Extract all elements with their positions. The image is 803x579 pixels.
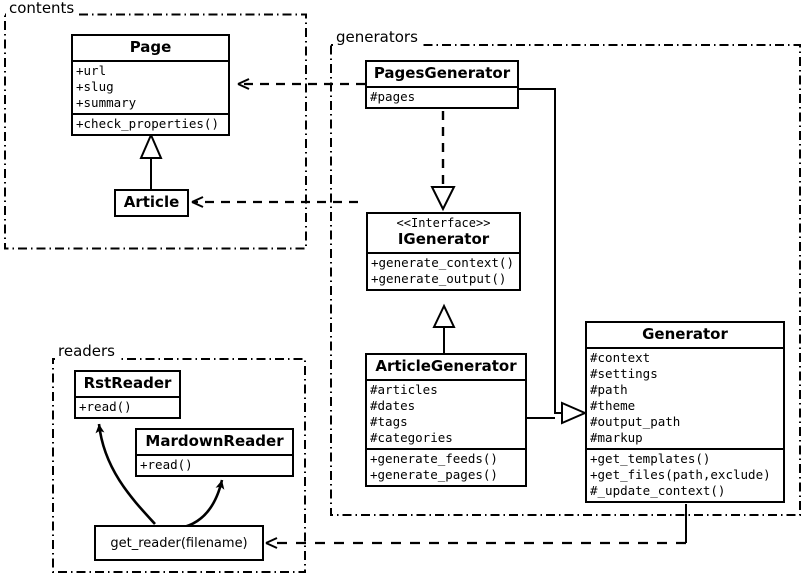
class-attributes-articlegenerator: #articles #dates #tags #categories (367, 379, 525, 448)
class-methods-igenerator: +generate_context() +generate_output() (368, 252, 519, 289)
method-item: +get_templates() (590, 451, 711, 466)
class-box-generator[interactable]: Generator #context #settings #path #them… (585, 321, 785, 503)
connector-get-reader-returns-mardownreader (179, 479, 225, 530)
attribute-item: #output_path (590, 414, 681, 429)
connector-get-reader-returns-rstreader (95, 423, 156, 525)
class-box-pagesgenerator[interactable]: PagesGenerator #pages (365, 60, 519, 109)
attribute-item: +summary (76, 95, 137, 110)
function-box-get-reader[interactable]: get_reader(filename) (94, 525, 264, 561)
class-title-generator: Generator (642, 325, 728, 343)
attribute-item: #markup (590, 430, 643, 445)
class-methods-rstreader: +read() (76, 396, 179, 417)
connector-pagesgenerator-inherits-generator (519, 88, 562, 414)
attribute-item: #path (590, 382, 628, 397)
method-item: +read() (79, 399, 132, 414)
class-attributes-generator: #context #settings #path #theme #output_… (587, 347, 783, 448)
class-methods-page: +check_properties() (73, 113, 228, 134)
attribute-item: #categories (370, 430, 453, 445)
method-item: +generate_output() (371, 271, 507, 286)
attribute-item: #pages (370, 89, 416, 104)
class-stereotype-igenerator: <<Interface>> (396, 216, 491, 230)
method-item: #_update_context() (590, 483, 726, 498)
attribute-item: #articles (370, 382, 438, 397)
package-label-readers: readers (55, 343, 118, 360)
method-item: +generate_pages() (370, 467, 498, 482)
class-title-igenerator: IGenerator (397, 230, 490, 248)
method-item: +generate_feeds() (370, 451, 498, 466)
method-item: +generate_context() (371, 255, 514, 270)
class-box-igenerator[interactable]: <<Interface>> IGenerator +generate_conte… (366, 212, 521, 291)
class-box-articlegenerator[interactable]: ArticleGenerator #articles #dates #tags … (365, 353, 527, 487)
class-attributes-pagesgenerator: #pages (367, 86, 517, 107)
class-box-rstreader[interactable]: RstReader +read() (74, 370, 181, 419)
class-title-article: Article (123, 193, 180, 211)
connector-pagesgenerator-realizes-igenerator (430, 111, 456, 212)
class-box-article[interactable]: Article (114, 189, 189, 217)
attribute-item: +url (76, 63, 107, 78)
class-methods-generator: +get_templates() +get_files(path,exclude… (587, 448, 783, 501)
package-frame-generators (330, 44, 801, 516)
attribute-item: #tags (370, 414, 408, 429)
attribute-item: #context (590, 350, 651, 365)
connector-articlegenerator-inherits-igenerator (432, 303, 456, 355)
class-box-page[interactable]: Page +url +slug +summary +check_properti… (71, 34, 230, 136)
class-methods-articlegenerator: +generate_feeds() +generate_pages() (367, 448, 525, 485)
connector-article-inherits-page (139, 132, 163, 190)
method-item: +get_files(path,exclude) (590, 467, 771, 482)
package-label-contents: contents (6, 0, 78, 17)
class-title-pagesgenerator: PagesGenerator (373, 64, 511, 82)
connector-articlegenerator-inherits-generator (527, 401, 588, 425)
class-title-page: Page (129, 38, 172, 56)
class-methods-mardownreader: +read() (137, 454, 292, 475)
class-title-articlegenerator: ArticleGenerator (375, 357, 517, 375)
class-title-rstreader: RstReader (83, 374, 172, 392)
method-item: +read() (140, 457, 193, 472)
connector-generator-uses-get-reader (265, 504, 687, 549)
package-frame-readers (52, 358, 306, 573)
class-title-mardownreader: MardownReader (145, 432, 284, 450)
attribute-item: #theme (590, 398, 636, 413)
attribute-item: +slug (76, 79, 114, 94)
method-item: +check_properties() (76, 116, 219, 131)
class-box-mardownreader[interactable]: MardownReader +read() (135, 428, 294, 477)
attribute-item: #settings (590, 366, 658, 381)
attribute-item: #dates (370, 398, 416, 413)
package-label-generators: generators (333, 29, 421, 46)
function-label-get-reader: get_reader(filename) (110, 535, 248, 551)
package-frame-contents (4, 13, 307, 250)
class-attributes-page: +url +slug +summary (73, 60, 228, 113)
